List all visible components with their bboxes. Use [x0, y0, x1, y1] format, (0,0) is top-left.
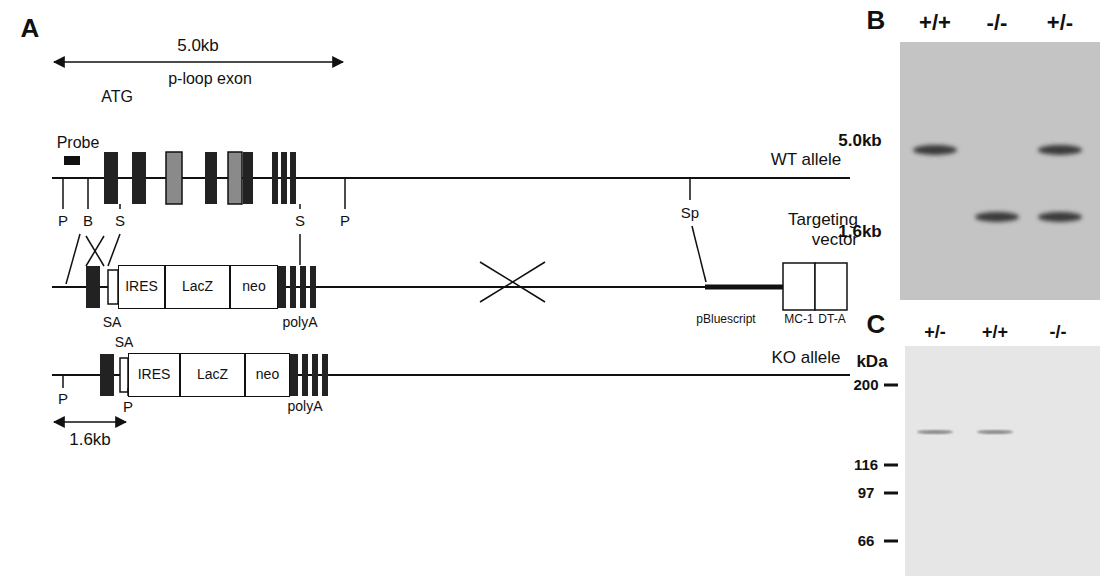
- unit-label: kDa: [856, 352, 887, 372]
- cassette-label: neo: [256, 367, 279, 382]
- element-label: polyA: [287, 398, 322, 414]
- genotype-label: +/+: [982, 322, 1008, 343]
- cassette-label: LacZ: [182, 279, 213, 294]
- size-label: 1.6kb: [69, 430, 111, 450]
- site-label: P: [58, 390, 68, 407]
- probe-label: Probe: [57, 134, 100, 152]
- site-label: P: [58, 212, 68, 229]
- marker-label: 97: [858, 484, 875, 501]
- genotype-label: +/-: [1047, 10, 1073, 35]
- marker-label: 116: [854, 456, 878, 473]
- allele-label: KO allele: [772, 348, 841, 368]
- element-label: MC-1: [784, 313, 813, 327]
- genotype-label: -/-: [1050, 322, 1067, 343]
- cassette-label: IRES: [125, 279, 158, 294]
- genotype-label: +/-: [924, 322, 946, 343]
- size-label: 5.0kb: [177, 36, 219, 56]
- cassette-label: neo: [242, 279, 265, 294]
- cassette-box: neo: [245, 353, 290, 397]
- panel-letter: A: [21, 14, 40, 44]
- site-label: P: [340, 212, 350, 229]
- cassette-box: neo: [230, 265, 278, 309]
- element-label: pBluescript: [696, 313, 755, 327]
- exon-label: p-loop exon: [168, 70, 252, 88]
- site-label: Sp: [681, 204, 699, 221]
- element-label: SA: [103, 314, 122, 330]
- marker-label: 200: [853, 376, 878, 393]
- element-label: SA: [115, 334, 134, 350]
- cassette-box: LacZ: [165, 265, 230, 309]
- marker-label: 66: [858, 532, 875, 549]
- size-label: 1.6kb: [838, 222, 881, 242]
- site-label: S: [295, 212, 305, 229]
- cassette-box: IRES: [128, 353, 180, 397]
- element-label: polyA: [282, 314, 317, 330]
- allele-label: WT allele: [771, 150, 842, 170]
- exon-label: ATG: [101, 88, 133, 106]
- site-label: S: [115, 212, 125, 229]
- cassette-label: LacZ: [197, 367, 228, 382]
- site-label: B: [83, 212, 93, 229]
- panel-letter: B: [867, 6, 886, 36]
- site-label: P: [123, 398, 133, 415]
- element-label: DT-A: [818, 313, 845, 327]
- cassette-box: LacZ: [180, 353, 245, 397]
- genotype-label: +/+: [919, 10, 951, 35]
- panel-letter: C: [867, 310, 886, 340]
- cassette-box: IRES: [118, 265, 165, 309]
- genotype-label: -/-: [987, 10, 1008, 35]
- size-label: 5.0kb: [838, 131, 881, 151]
- cassette-label: IRES: [138, 367, 171, 382]
